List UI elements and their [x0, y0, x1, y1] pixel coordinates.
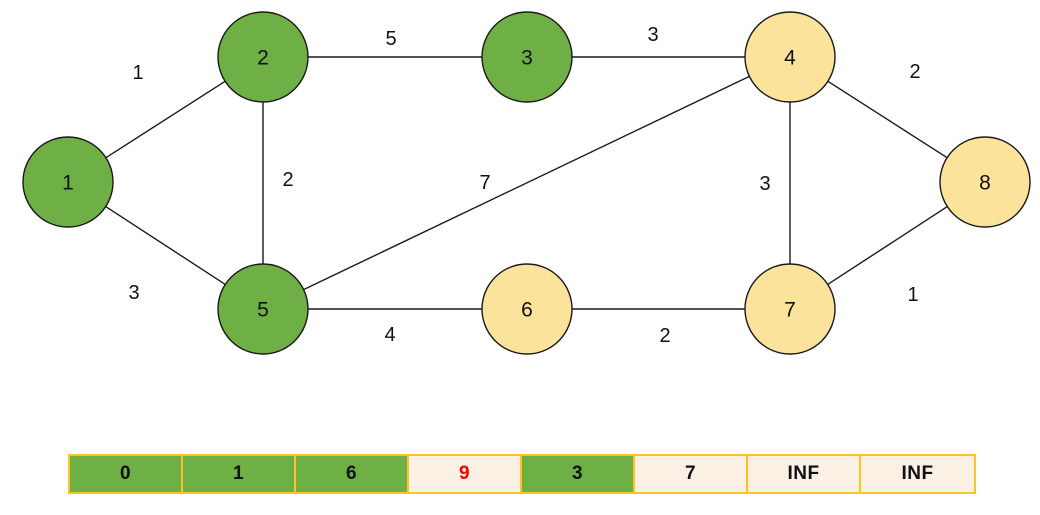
- node-label-4: 4: [784, 47, 796, 70]
- node-label-1: 1: [62, 172, 74, 195]
- node-circle-7[interactable]: [744, 263, 836, 355]
- edge-weight-3-4: 3: [647, 24, 658, 46]
- graph-node-6[interactable]: 6: [481, 263, 573, 355]
- node-circle-2[interactable]: [217, 11, 309, 103]
- graph-edge-1-5: [105, 205, 226, 286]
- distance-cell-6: 7: [635, 456, 748, 492]
- node-label-2: 2: [257, 47, 269, 70]
- edge-weight-4-7: 3: [759, 173, 770, 195]
- distance-cell-5: 3: [522, 456, 635, 492]
- edge-weights-layer: 1 3 5 2 3 7 3 2 4 2 1: [128, 24, 920, 347]
- distance-cell-1: 0: [70, 456, 183, 492]
- edge-weight-2-3: 5: [385, 28, 396, 50]
- distance-cell-7: INF: [748, 456, 861, 492]
- graph-canvas: 1 3 5 2 3 7 3 2 4 2 1 1 2 3 4 5 6 7 8: [22, 11, 1031, 355]
- edge-weight-2-5: 2: [282, 169, 293, 191]
- edge-weight-4-8: 2: [909, 61, 920, 83]
- edge-weight-5-6: 4: [384, 324, 395, 346]
- graph-node-4[interactable]: 4: [744, 11, 836, 103]
- distance-cell-8: INF: [861, 456, 974, 492]
- node-circle-8[interactable]: [939, 136, 1031, 228]
- node-label-3: 3: [521, 47, 533, 70]
- distance-cell-2: 1: [183, 456, 296, 492]
- node-circle-6[interactable]: [481, 263, 573, 355]
- distance-cell-3: 6: [296, 456, 409, 492]
- graph-edge-7-8: [827, 205, 948, 286]
- node-label-6: 6: [521, 299, 533, 322]
- edge-weight-1-5: 3: [128, 282, 139, 304]
- edge-weight-7-8: 1: [907, 284, 918, 306]
- node-circle-3[interactable]: [481, 11, 573, 103]
- graph-node-5[interactable]: 5: [217, 263, 309, 355]
- graph-edge-4-5: [303, 75, 750, 291]
- node-label-5: 5: [257, 299, 269, 322]
- edge-weight-6-7: 2: [659, 325, 670, 347]
- edge-weight-4-5: 7: [479, 172, 490, 194]
- node-circle-1[interactable]: [22, 136, 114, 228]
- graph-node-3[interactable]: 3: [481, 11, 573, 103]
- nodes-layer: 1 2 3 4 5 6 7 8: [22, 11, 1031, 355]
- edges-layer: [105, 56, 948, 310]
- graph-node-8[interactable]: 8: [939, 136, 1031, 228]
- distance-cell-4: 9: [409, 456, 522, 492]
- node-label-8: 8: [979, 172, 991, 195]
- graph-edge-4-8: [827, 80, 948, 159]
- edge-weight-1-2: 1: [132, 62, 143, 84]
- graph-node-2[interactable]: 2: [217, 11, 309, 103]
- graph-svg: 1 3 5 2 3 7 3 2 4 2 1 1 2 3 4 5 6 7 8: [22, 11, 1031, 355]
- graph-node-7[interactable]: 7: [744, 263, 836, 355]
- node-circle-5[interactable]: [217, 263, 309, 355]
- graph-edge-1-2: [105, 80, 226, 159]
- graph-node-1[interactable]: 1: [22, 136, 114, 228]
- node-label-7: 7: [784, 299, 796, 322]
- node-circle-4[interactable]: [744, 11, 836, 103]
